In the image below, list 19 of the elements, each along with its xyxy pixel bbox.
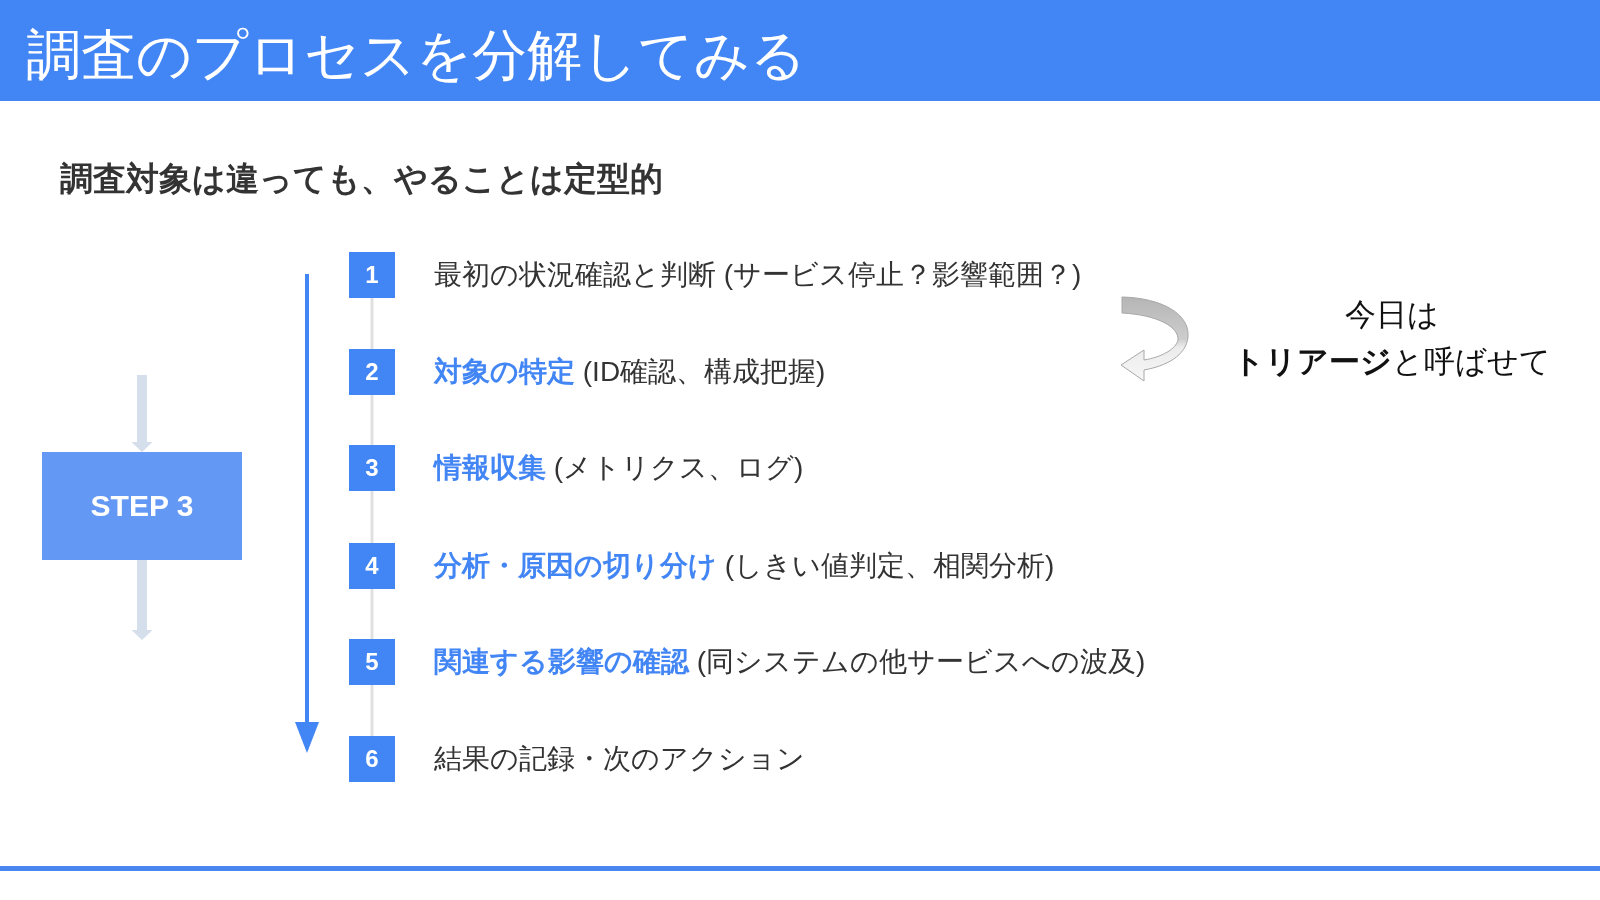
title: 調査のプロセスを分解してみる [26, 23, 806, 88]
note-text: 今日は [1345, 296, 1439, 334]
arrow [131, 560, 153, 640]
step-text: 最初の状況確認と判断 (サービス停止？影響範囲？) [434, 258, 1082, 292]
note-text: トリアージと呼ばせて [1233, 343, 1551, 381]
number-square: 6 [349, 736, 395, 782]
step-box: STEP 3 [42, 452, 242, 560]
step-text: 関連する影響の確認 (同システムの他サービスへの波及) [434, 645, 1146, 679]
step-text: 対象の特定 (ID確認、構成把握) [434, 355, 826, 389]
step-text: 分析・原因の切り分け (しきい値判定、相関分析) [434, 549, 1055, 583]
step-text: 情報収集 (メトリクス、ログ) [434, 451, 804, 485]
number-square: 2 [349, 349, 395, 395]
number-square: 3 [349, 445, 395, 491]
step-text: 結果の記録・次のアクション [434, 742, 805, 776]
arrow [131, 375, 153, 452]
subtitle: 調査対象は違っても、やることは定型的 [60, 159, 663, 199]
number-square: 1 [349, 252, 395, 298]
number-square: 5 [349, 639, 395, 685]
number-square: 4 [349, 543, 395, 589]
